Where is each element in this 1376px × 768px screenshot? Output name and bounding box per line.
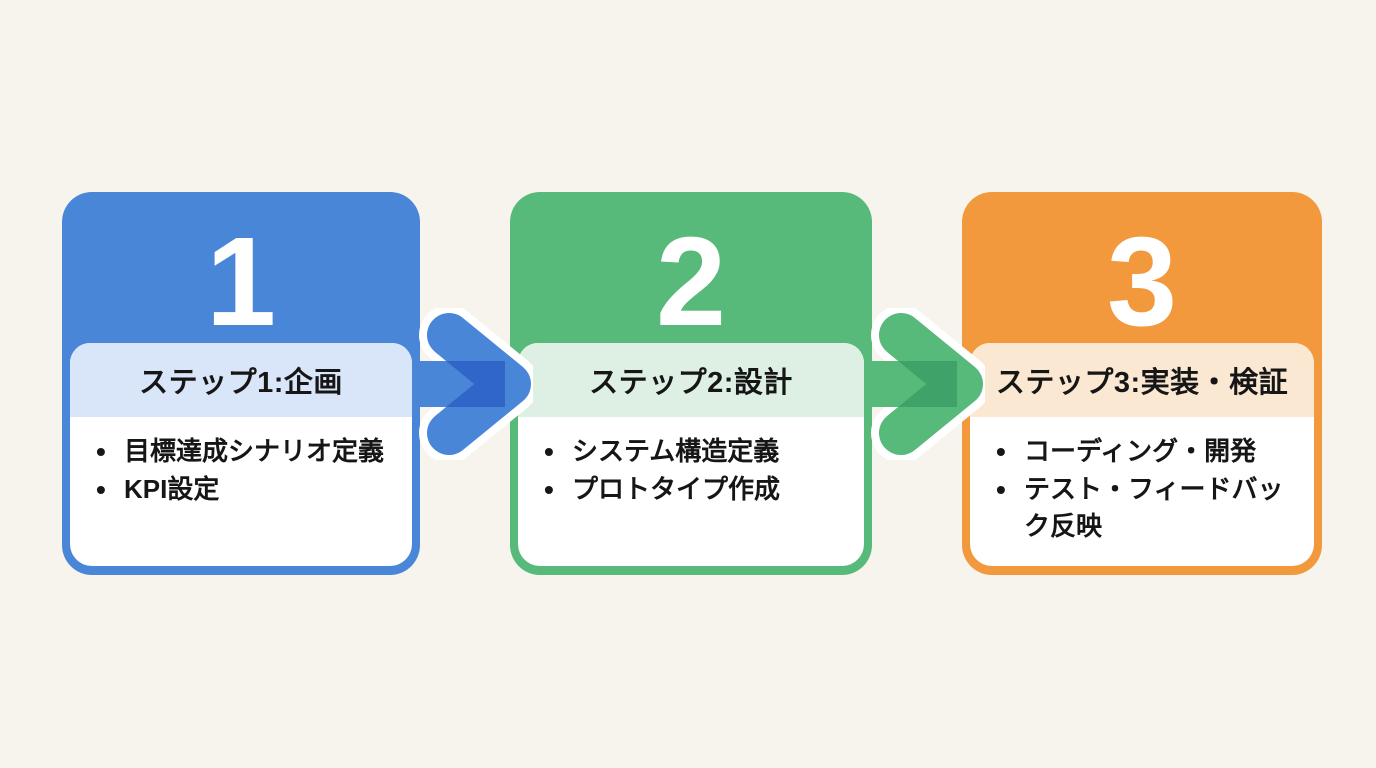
step-number: 1 <box>205 210 277 352</box>
step-bullet-list: 目標達成シナリオ定義 KPI設定 <box>70 417 412 509</box>
bullet-dot-icon <box>996 471 1024 509</box>
bullet-item: コーディング・開発 <box>996 433 1308 471</box>
step-card-2: 2 ステップ2:設計 システム構造定義 プロトタイプ作成 <box>510 192 872 575</box>
step-number: 2 <box>655 210 727 352</box>
step-panel: ステップ1:企画 目標達成シナリオ定義 KPI設定 <box>70 343 412 566</box>
bullet-item: KPI設定 <box>96 471 406 509</box>
bullet-text: KPI設定 <box>124 474 220 504</box>
bullet-text: コーディング・開発 <box>1024 436 1257 466</box>
bullet-dot-icon <box>544 471 572 509</box>
bullet-dot-icon <box>996 433 1024 471</box>
step-number: 3 <box>1106 210 1178 352</box>
arrow-right-icon <box>869 308 985 460</box>
step-card-3: 3 ステップ3:実装・検証 コーディング・開発 テスト・フィードバック反映 <box>962 192 1322 575</box>
arrow-right-icon <box>417 308 533 460</box>
bullet-item: テスト・フィードバック反映 <box>996 471 1308 545</box>
bullet-item: システム構造定義 <box>544 433 858 471</box>
step-title: ステップ1:企画 <box>70 343 412 417</box>
step-title: ステップ3:実装・検証 <box>970 343 1314 417</box>
bullet-text: プロトタイプ作成 <box>572 474 781 504</box>
bullet-text: システム構造定義 <box>572 436 780 466</box>
step-title: ステップ2:設計 <box>518 343 864 417</box>
bullet-text: 目標達成シナリオ定義 <box>124 436 385 466</box>
step-bullet-list: システム構造定義 プロトタイプ作成 <box>518 417 864 509</box>
bullet-text: テスト・フィードバック反映 <box>1024 474 1284 541</box>
bullet-dot-icon <box>96 471 124 509</box>
step-bullet-list: コーディング・開発 テスト・フィードバック反映 <box>970 417 1314 545</box>
step-panel: ステップ3:実装・検証 コーディング・開発 テスト・フィードバック反映 <box>970 343 1314 566</box>
step-card-1: 1 ステップ1:企画 目標達成シナリオ定義 KPI設定 <box>62 192 420 575</box>
bullet-dot-icon <box>96 433 124 471</box>
bullet-dot-icon <box>544 433 572 471</box>
step-panel: ステップ2:設計 システム構造定義 プロトタイプ作成 <box>518 343 864 566</box>
bullet-item: 目標達成シナリオ定義 <box>96 433 406 471</box>
bullet-item: プロトタイプ作成 <box>544 471 858 509</box>
